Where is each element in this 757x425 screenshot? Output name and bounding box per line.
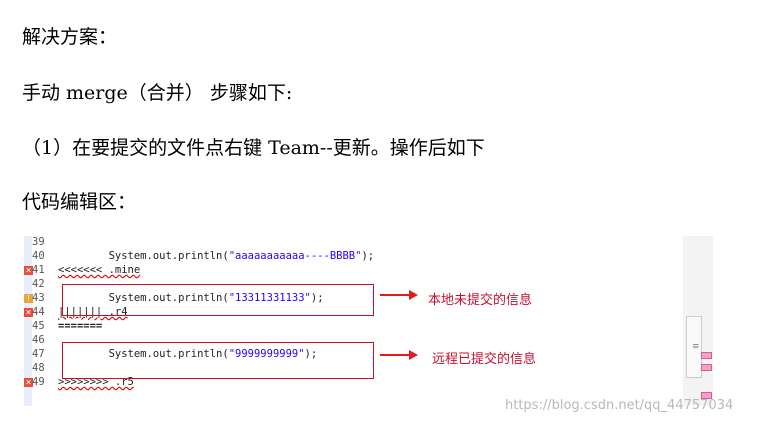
- line-number: 44: [32, 306, 45, 318]
- heading-solution: 解决方案：: [22, 26, 118, 48]
- error-marker-icon[interactable]: ✕: [24, 308, 33, 317]
- line-number: 43: [32, 292, 45, 304]
- line-number: 46: [32, 334, 45, 346]
- line-number: 47: [32, 348, 45, 360]
- grip-icon: ≡: [692, 342, 700, 352]
- line-number: 39: [32, 236, 45, 248]
- arrow-right-icon: [380, 350, 418, 360]
- remote-annotation: 远程已提交的信息: [432, 352, 537, 367]
- local-annotation: 本地未提交的信息: [428, 293, 533, 308]
- code-line: 39: [24, 236, 684, 249]
- conflict-marker[interactable]: [701, 352, 712, 359]
- code-line: 42: [24, 278, 684, 291]
- line-number: 40: [32, 250, 45, 262]
- watermark: https://blog.csdn.net/qq_44757034: [505, 398, 734, 413]
- code-line: 46: [24, 334, 684, 347]
- step-intro: 手动 merge（合并） 步骤如下:: [22, 82, 293, 104]
- conflict-marker[interactable]: [701, 392, 712, 399]
- line-number: 45: [32, 320, 45, 332]
- line-number: 48: [32, 362, 45, 374]
- line-number: 49: [32, 376, 45, 388]
- code-text: System.out.println("13311331133");: [58, 292, 324, 304]
- scrollbar-thumb[interactable]: ≡: [686, 316, 702, 378]
- string-literal: "aaaaaaaaaaa----BBBB": [228, 250, 362, 262]
- error-marker-icon[interactable]: ✕: [24, 266, 33, 275]
- string-literal: "13311331133": [228, 292, 311, 304]
- code-text: =======: [58, 320, 103, 332]
- arrow-right-icon: [380, 290, 418, 300]
- warning-marker-icon[interactable]: !: [24, 294, 33, 303]
- code-line: 45 =======: [24, 320, 684, 333]
- line-number: 42: [32, 278, 45, 290]
- code-line: 47 System.out.println("9999999999");: [24, 348, 684, 361]
- editor-gutter: [24, 236, 32, 406]
- code-line: 48: [24, 362, 684, 375]
- string-literal: "9999999999": [228, 348, 305, 360]
- remote-changes-highlight: [62, 342, 374, 379]
- code-area-heading: 代码编辑区：: [22, 191, 137, 213]
- line-number: 41: [32, 264, 45, 276]
- error-marker-icon[interactable]: ✕: [24, 378, 33, 387]
- code-text: >>>>>>>> .r5: [58, 376, 134, 388]
- conflict-marker[interactable]: [701, 364, 712, 371]
- overview-ruler[interactable]: ≡: [683, 236, 713, 406]
- code-text: System.out.println("9999999999");: [58, 348, 318, 360]
- code-line: ✕ 49 >>>>>>>> .r5: [24, 376, 684, 389]
- code-line: 40 System.out.println("aaaaaaaaaaa----BB…: [24, 250, 684, 263]
- step-1: （1）在要提交的文件点右键 Team--更新。操作后如下: [22, 137, 485, 159]
- code-text: <<<<<<< .mine: [58, 264, 141, 276]
- code-editor[interactable]: 39 40 System.out.println("aaaaaaaaaaa---…: [24, 236, 684, 406]
- code-line: ! 43 System.out.println("13311331133");: [24, 292, 684, 305]
- code-line: ✕ 41 <<<<<<< .mine: [24, 264, 684, 277]
- local-changes-highlight: [62, 284, 374, 316]
- code-text: System.out.println("aaaaaaaaaaa----BBBB"…: [58, 250, 375, 262]
